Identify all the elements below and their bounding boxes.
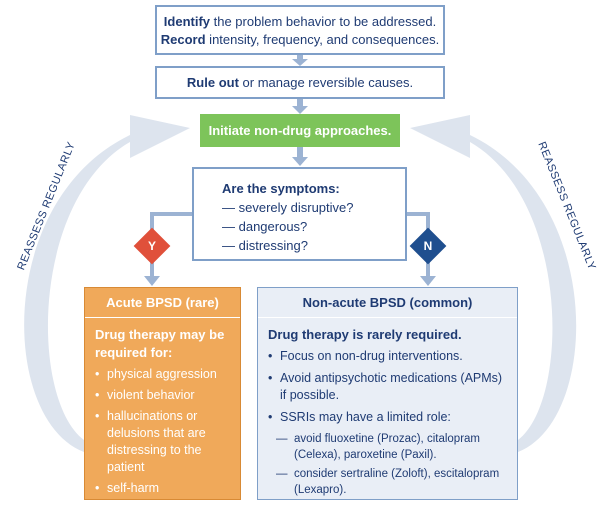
identify-keyword: Identify xyxy=(163,14,211,29)
rule-out-step-box: Rule out or manage reversible causes. xyxy=(155,66,445,99)
record-text: intensity, frequency, and consequences. xyxy=(205,32,440,47)
acute-bpsd-panel: Acute BPSD (rare) Drug therapy may be re… xyxy=(84,287,241,500)
identify-step-box: Identify the problem behavior to be addr… xyxy=(155,5,445,55)
non-acute-subtitle: Drug therapy is rarely required. xyxy=(268,327,462,342)
non-acute-list-item: SSRIs may have a limited role: xyxy=(268,409,511,426)
non-acute-list-item: Avoid antipsychotic medications (APMs) i… xyxy=(268,370,511,404)
left-reassess-arc xyxy=(24,115,190,452)
acute-list-item: hallucinations or delusions that are dis… xyxy=(95,408,234,476)
identify-text: the problem behavior to be addressed. xyxy=(210,14,437,29)
acute-subtitle: Drug therapy may be required for: xyxy=(95,327,225,360)
acute-list-item: self-harm xyxy=(95,480,234,497)
non-drug-label: Initiate non-drug approaches. xyxy=(208,123,392,138)
acute-list-item: physical aggression xyxy=(95,366,234,383)
no-label: N xyxy=(423,239,433,253)
rule-out-keyword: Rule out xyxy=(186,75,239,90)
decision-option: — severely disruptive? xyxy=(222,200,354,215)
record-keyword: Record xyxy=(160,32,206,47)
yes-label: Y xyxy=(147,239,156,253)
decision-question: Are the symptoms: xyxy=(222,181,340,196)
non-acute-bpsd-panel: Non-acute BPSD (common) Drug therapy is … xyxy=(257,287,518,500)
non-acute-list-item: Focus on non-drug interventions. xyxy=(268,348,511,365)
acute-list: physical aggression violent behavior hal… xyxy=(85,366,240,497)
decision-box: Are the symptoms: — severely disruptive?… xyxy=(192,167,407,261)
acute-title: Acute BPSD (rare) xyxy=(85,288,240,318)
non-acute-sub-item: consider sertraline (Zoloft), escitalopr… xyxy=(268,466,511,498)
acute-list-item: violent behavior xyxy=(95,387,234,404)
non-acute-title: Non-acute BPSD (common) xyxy=(258,288,517,318)
decision-option: — dangerous? xyxy=(222,219,308,234)
decision-option: — distressing? xyxy=(222,238,308,253)
right-reassess-arc xyxy=(410,115,577,452)
non-acute-sub-item: avoid fluoxetine (Prozac), citalopram (C… xyxy=(268,431,511,463)
non-drug-step-box: Initiate non-drug approaches. xyxy=(200,114,400,147)
rule-out-text: or manage reversible causes. xyxy=(238,75,414,90)
non-acute-list: Focus on non-drug interventions. Avoid a… xyxy=(258,348,517,498)
